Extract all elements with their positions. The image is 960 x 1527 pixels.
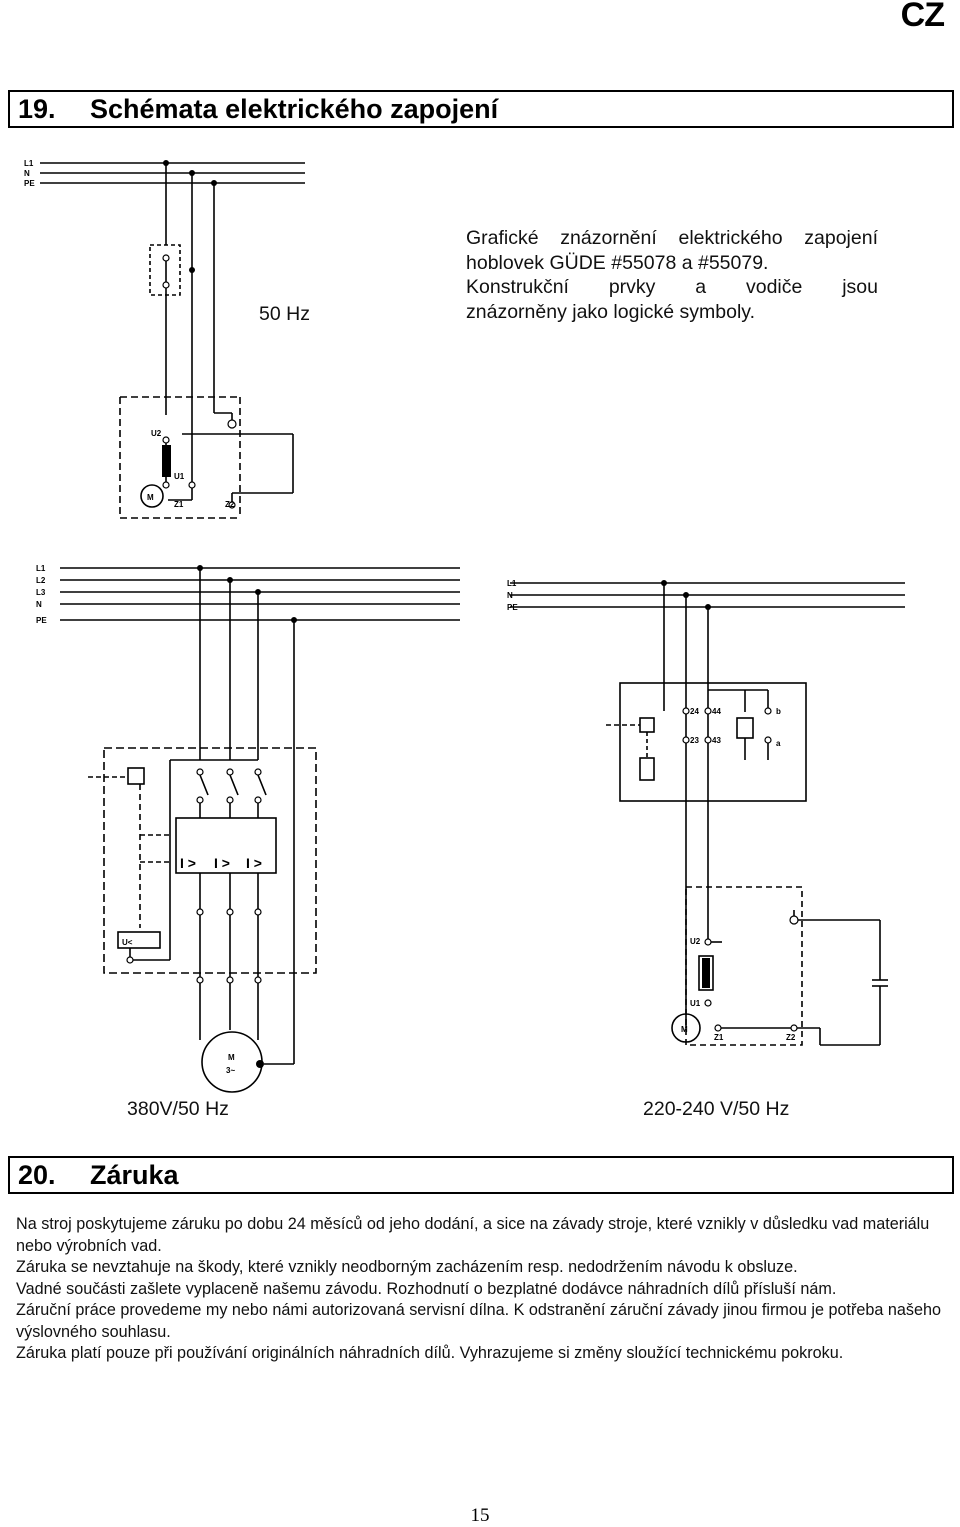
- diagram-220v: [510, 582, 905, 1046]
- terminal-u2: U2: [690, 937, 701, 946]
- contact-43: 43: [712, 736, 721, 745]
- contact-44: 44: [712, 707, 721, 716]
- contact-24: 24: [690, 707, 699, 716]
- terminal-z2: Z2: [225, 500, 235, 509]
- contact-b: b: [776, 707, 781, 716]
- diagram-50hz: [40, 162, 305, 519]
- undervoltage-label: U<: [122, 938, 133, 947]
- section-20-heading: 20. Záruka: [8, 1156, 954, 1194]
- diagram-label-220v: 220-240 V/50 Hz: [643, 1098, 790, 1120]
- warranty-paragraph: Na stroj poskytujeme záruku po dobu 24 m…: [16, 1215, 930, 1255]
- warranty-paragraph: Záruka platí pouze při používání originá…: [16, 1344, 844, 1362]
- language-code: CZ: [900, 0, 945, 34]
- terminal-l2: L2: [36, 576, 46, 585]
- terminal-pe: PE: [507, 603, 518, 612]
- page-number: 15: [470, 1505, 490, 1526]
- overcurrent-label: I >: [180, 855, 196, 871]
- terminal-n: N: [507, 591, 513, 600]
- diagram-description: Grafické znázornění elektrického zapojen…: [466, 227, 878, 323]
- section-19-heading: 19. Schémata elektrického zapojení: [8, 90, 954, 128]
- contact-23: 23: [690, 736, 699, 745]
- terminal-pe: PE: [36, 616, 47, 625]
- terminal-l3: L3: [36, 588, 46, 597]
- warranty-paragraph: Záruční práce provedeme my nebo námi aut…: [16, 1301, 941, 1341]
- frequency-label-50hz: 50 Hz: [259, 303, 310, 325]
- motor-symbol: M: [147, 493, 154, 502]
- terminal-u1: U1: [690, 999, 701, 1008]
- motor-symbol: M: [681, 1025, 688, 1034]
- terminal-u1: U1: [174, 472, 185, 481]
- warranty-paragraph: Záruka se nevztahuje na škody, které vzn…: [16, 1258, 798, 1276]
- section-title: Záruka: [90, 1160, 179, 1190]
- overcurrent-label: I >: [214, 855, 230, 871]
- terminal-pe: PE: [24, 179, 35, 188]
- section-number: 19.: [18, 94, 56, 124]
- terminal-l1: L1: [507, 579, 517, 588]
- terminal-z1: Z1: [174, 500, 184, 509]
- diagram-label-380v: 380V/50 Hz: [127, 1098, 229, 1120]
- terminal-n: N: [24, 169, 30, 178]
- terminal-u2: U2: [151, 429, 162, 438]
- diagram-380v: [60, 567, 460, 1093]
- terminal-z2: Z2: [786, 1033, 796, 1042]
- section-number: 20.: [18, 1160, 56, 1190]
- motor-phase: 3~: [226, 1066, 235, 1075]
- terminal-l1: L1: [24, 159, 34, 168]
- motor-symbol: M: [228, 1053, 235, 1062]
- contact-a: a: [776, 739, 781, 748]
- overcurrent-label: I >: [246, 855, 262, 871]
- section-title: Schémata elektrického zapojení: [90, 94, 499, 124]
- terminal-z1: Z1: [714, 1033, 724, 1042]
- warranty-text: Na stroj poskytujeme záruku po dobu 24 m…: [16, 1214, 944, 1365]
- terminal-l1: L1: [36, 564, 46, 573]
- warranty-paragraph: Vadné součásti zašlete vyplaceně našemu …: [16, 1279, 837, 1298]
- terminal-n: N: [36, 600, 42, 609]
